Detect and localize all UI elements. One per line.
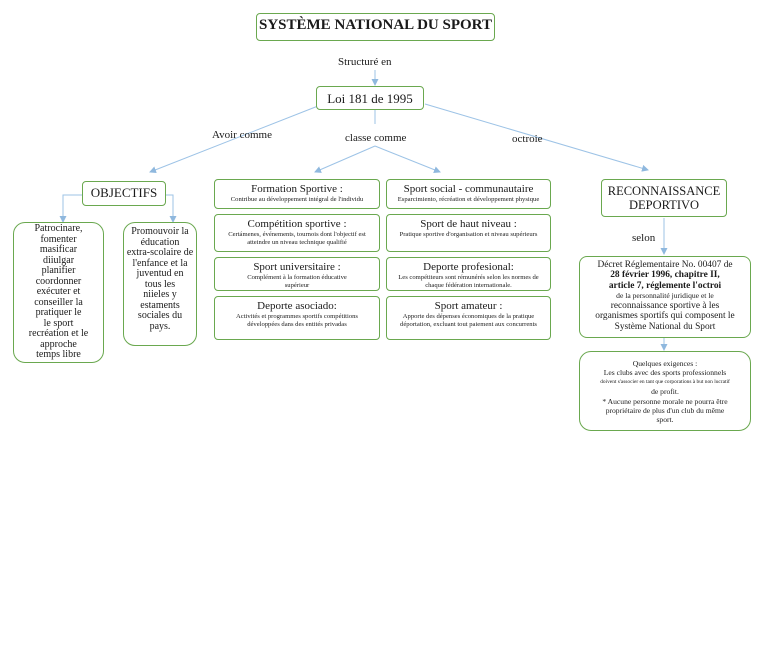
objectifs-title: OBJECTIFS xyxy=(90,185,158,200)
label-avoir: Avoir comme xyxy=(212,129,272,141)
objectifs-box: OBJECTIFS xyxy=(82,181,166,206)
label-classe: classe comme xyxy=(345,132,407,144)
exigences-box: Quelques exigences : Les clubs avec des … xyxy=(579,351,751,431)
page-title: SYSTÈME NATIONAL DU SPORT xyxy=(259,17,492,33)
arrow-to-reconnaissance xyxy=(424,103,649,172)
class-sport-universitaire: Sport universitaire : Complément à la fo… xyxy=(214,257,380,291)
loi-box: Loi 181 de 1995 xyxy=(316,86,424,110)
class-competition-sportive: Compétition sportive : Certámenes, événe… xyxy=(214,214,380,252)
class-deporte-asociado: Deporte asociado: Activités et programme… xyxy=(214,296,380,340)
label-octroie: octroie xyxy=(512,133,543,145)
class-formation-sportive: Formation Sportive : Contribue au dévelo… xyxy=(214,179,380,209)
class-sport-haut-niveau: Sport de haut niveau : Pratique sportive… xyxy=(386,214,551,252)
decret-text: Décret Réglementaire No. 00407 de 28 fév… xyxy=(595,260,735,332)
label-structure: Structuré en xyxy=(338,56,392,68)
arrow-to-objectifs xyxy=(149,105,319,174)
label-selon: selon xyxy=(632,232,656,244)
loi-text: Loi 181 de 1995 xyxy=(327,91,413,106)
reconnaissance-title: RECONNAISSANCE DEPORTIVO xyxy=(607,184,721,213)
class-sport-amateur: Sport amateur : Apporte des dépenses éco… xyxy=(386,296,551,340)
title-box: SYSTÈME NATIONAL DU SPORT xyxy=(256,13,495,41)
class-deporte-profesional: Deporte profesional: Les compétiteurs so… xyxy=(386,257,551,291)
reconnaissance-box: RECONNAISSANCE DEPORTIVO xyxy=(601,179,727,217)
exigences-text: Quelques exigences : Les clubs avec des … xyxy=(600,359,730,425)
decret-box: Décret Réglementaire No. 00407 de 28 fév… xyxy=(579,256,751,338)
class-sport-social: Sport social - communautaire Esparcimien… xyxy=(386,179,551,209)
